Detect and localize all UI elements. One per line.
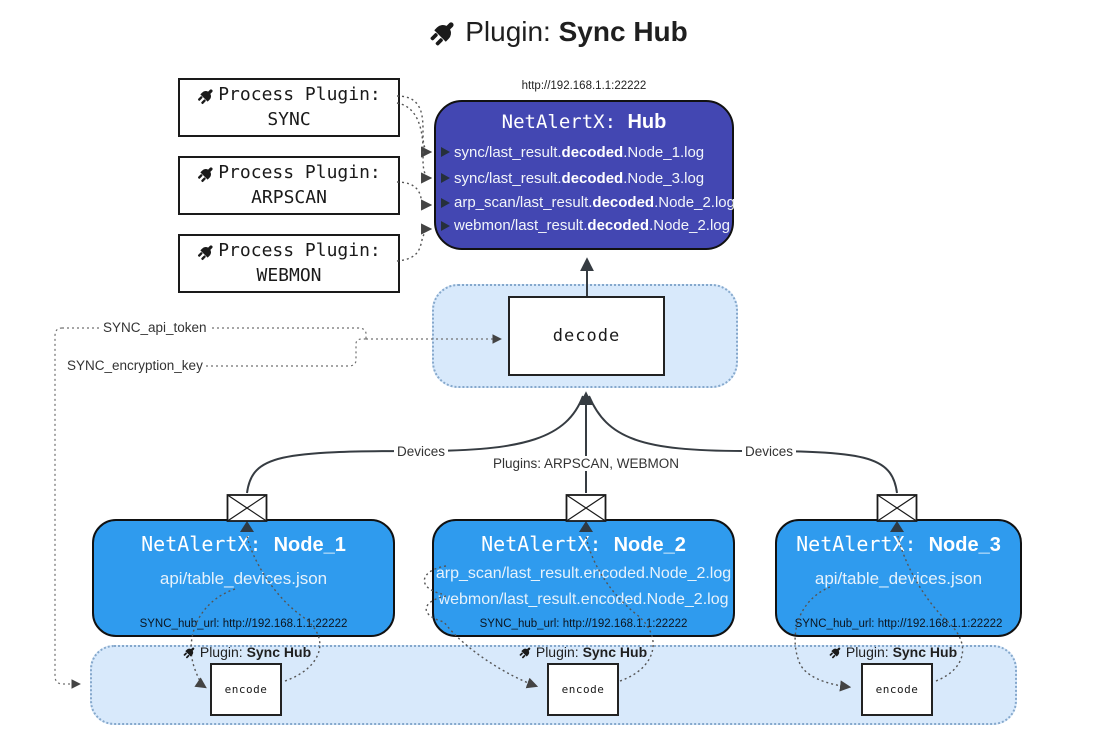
arrow-right-icon	[441, 197, 450, 208]
page-title: Plugin: Sync Hub	[0, 16, 1117, 48]
plug-icon	[829, 645, 843, 659]
envelope-icon	[226, 494, 268, 522]
plug-icon	[197, 164, 216, 183]
title-prefix: Plugin:	[465, 16, 559, 47]
encoder-plugin-label: Plugin: Sync Hub	[183, 644, 311, 660]
process-plugin-label: Process Plugin:	[218, 84, 381, 106]
hub-url: http://192.168.1.1:22222	[521, 80, 647, 92]
encode-box: encode	[210, 663, 282, 716]
decode-label: decode	[552, 326, 621, 346]
node-hub-url: SYNC_hub_url: http://192.168.1.1:22222	[479, 618, 688, 630]
edge-label-plugins-mid: Plugins: ARPSCAN, WEBMON	[489, 456, 683, 471]
edge-sync-to-hub-1	[396, 95, 433, 158]
process-plugin-arpscan: Process Plugin: ARPSCAN	[178, 156, 400, 215]
process-plugin-name: ARPSCAN	[251, 186, 327, 208]
process-plugin-label: Process Plugin:	[218, 162, 381, 184]
node-file: webmon/last_result.encoded.Node_2.log	[438, 591, 729, 608]
arrow-right-icon	[441, 173, 450, 183]
edge-webmon-to-hub	[396, 223, 433, 262]
hub-title: NetAlertX: Hub	[436, 111, 732, 134]
encode-label: encode	[224, 683, 268, 696]
decode-box: decode	[508, 296, 665, 376]
process-plugin-webmon: Process Plugin: WEBMON	[178, 234, 400, 293]
hub-title-name: Hub	[627, 111, 667, 133]
hub-log-line: sync/last_result.decoded.Node_3.log	[436, 165, 732, 191]
node-3-box: NetAlertX: Node_3 api/table_devices.json…	[775, 519, 1022, 637]
config-encryption-key-label: SYNC_encryption_key	[64, 358, 206, 373]
edge-sync-to-hub-2	[396, 102, 433, 184]
node-title: NetAlertX: Node_3	[796, 532, 1001, 556]
node-title: NetAlertX: Node_1	[141, 532, 346, 556]
encode-label: encode	[561, 683, 605, 696]
hub-box: NetAlertX: Hub sync/last_result.decoded.…	[434, 100, 735, 250]
edge-config-to-band	[54, 327, 81, 689]
node-file: api/table_devices.json	[814, 569, 983, 588]
process-plugin-sync: Process Plugin: SYNC	[178, 78, 400, 137]
config-api-token-label: SYNC_api_token	[100, 320, 210, 335]
encoder-plugin-label: Plugin: Sync Hub	[519, 644, 647, 660]
encode-box: encode	[861, 663, 933, 716]
envelope-icon	[876, 494, 918, 522]
process-plugin-label: Process Plugin:	[218, 240, 381, 262]
node-1-box: NetAlertX: Node_1 api/table_devices.json…	[92, 519, 395, 637]
title-bold: Sync Hub	[558, 16, 688, 47]
encode-box: encode	[547, 663, 619, 716]
node-hub-url: SYNC_hub_url: http://192.168.1.1:22222	[139, 618, 348, 630]
node-file: api/table_devices.json	[159, 569, 328, 588]
edge-arpscan-to-hub	[396, 181, 433, 211]
hub-title-mono: NetAlertX:	[501, 111, 628, 133]
edge-label-devices-right: Devices	[742, 444, 797, 459]
envelope-icon	[565, 494, 607, 522]
plug-icon	[429, 17, 459, 47]
plug-icon	[197, 86, 216, 105]
hub-log-line: sync/last_result.decoded.Node_1.log	[436, 139, 732, 165]
node-hub-url: SYNC_hub_url: http://192.168.1.1:22222	[794, 618, 1003, 630]
encoder-plugin-label: Plugin: Sync Hub	[829, 644, 957, 660]
hub-log-line: arp_scan/last_result.decoded.Node_2.log	[436, 191, 735, 214]
edge-label-devices-left: Devices	[394, 444, 449, 459]
node-2-box: NetAlertX: Node_2 arp_scan/last_result.e…	[432, 519, 735, 637]
arrow-right-icon	[441, 220, 450, 231]
plug-icon	[197, 242, 216, 261]
arrow-right-icon	[441, 147, 450, 157]
node-file: arp_scan/last_result.encoded.Node_2.log	[435, 565, 732, 582]
node-title: NetAlertX: Node_2	[481, 532, 686, 556]
encode-label: encode	[875, 683, 919, 696]
plug-icon	[519, 645, 533, 659]
hub-log-line: webmon/last_result.decoded.Node_2.log	[436, 214, 732, 237]
process-plugin-name: WEBMON	[256, 264, 322, 286]
process-plugin-name: SYNC	[267, 108, 311, 130]
plug-icon	[183, 645, 197, 659]
